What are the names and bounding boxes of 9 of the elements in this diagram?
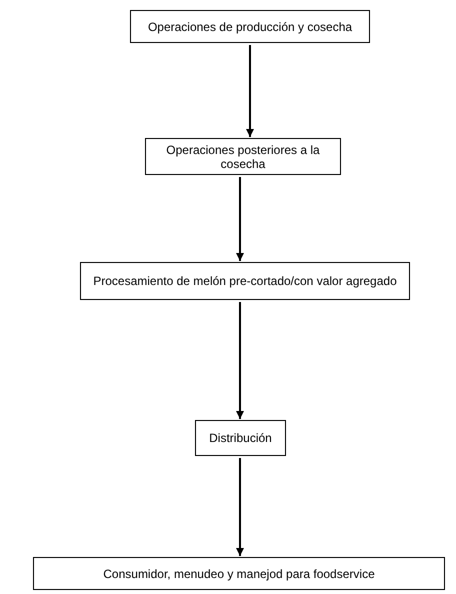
arrow [246,45,254,137]
process-box: Operaciones de producción y cosecha [130,10,370,43]
process-box: Consumidor, menudeo y manejod para foodservice [33,557,445,590]
arrow [236,458,244,556]
process-box: Procesamiento de melón pre-cortado/con valor agregado [80,262,410,300]
process-box: Operaciones posteriores a la cosecha [145,138,341,175]
arrow [236,302,244,419]
arrow [236,177,244,261]
process-box: Distribución [195,420,286,456]
